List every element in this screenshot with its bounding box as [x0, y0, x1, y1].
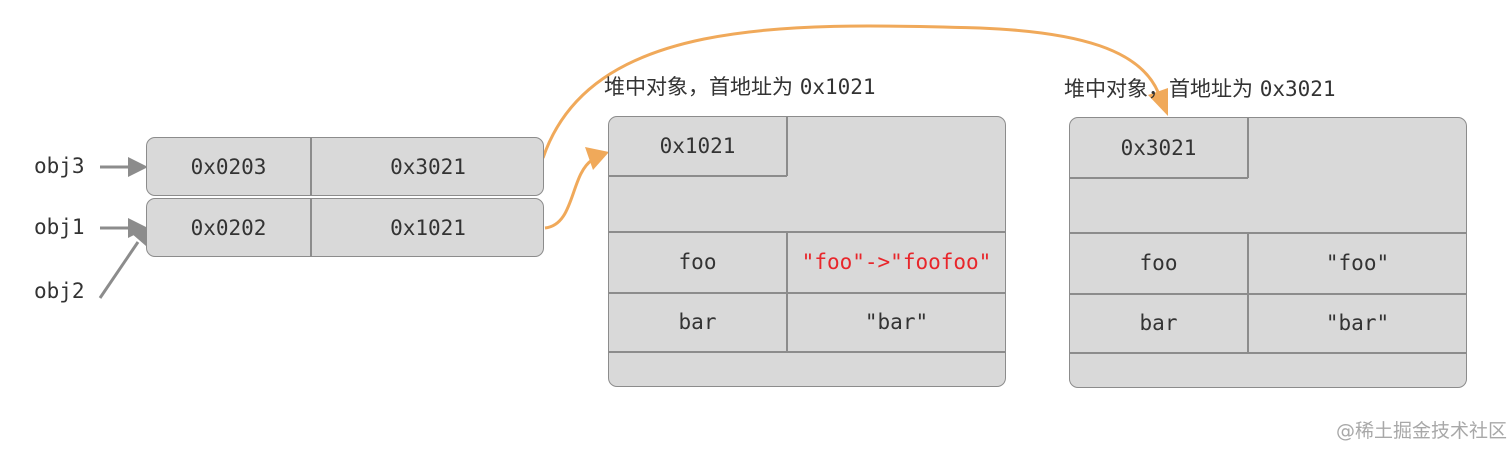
row-divider: [1070, 232, 1466, 234]
obj3-pointer-arrow: [100, 157, 148, 177]
ref-arrow-to-heap1: [544, 147, 609, 230]
stack-row-obj3: 0x0203 0x3021: [146, 137, 544, 196]
obj2-pointer-arrow: [98, 228, 148, 299]
heap-object-2: 0x3021 foo "foo" bar "bar": [1069, 117, 1467, 388]
row-divider: [609, 292, 1005, 294]
heap2-prop-value-bar: "bar": [1325, 311, 1390, 335]
cell-divider: [786, 117, 788, 176]
heap2-caption-text: 堆中对象，首地址为: [1064, 77, 1253, 101]
heap1-prop-value-bar: "bar": [864, 310, 929, 334]
heap1-caption: 堆中对象，首地址为 0x1021: [604, 71, 876, 101]
row-divider: [609, 231, 1005, 233]
heap2-caption: 堆中对象，首地址为 0x3021: [1064, 73, 1336, 103]
cell-divider: [1247, 118, 1249, 178]
var-label-obj1: obj1: [34, 215, 85, 239]
stack-cell-address: 0x0202: [190, 215, 267, 240]
stack-row-obj1: 0x0202 0x1021: [146, 198, 544, 257]
heap2-prop-value-foo: "foo": [1325, 251, 1390, 275]
heap1-prop-key-foo: foo: [678, 250, 717, 274]
row-divider: [1070, 352, 1466, 354]
heap1-header-address: 0x1021: [659, 134, 736, 158]
heap1-prop-key-bar: bar: [678, 310, 717, 334]
heap1-prop-value-foo: "foo"->"foofoo": [801, 250, 992, 274]
stack-cell-value: 0x1021: [390, 215, 466, 240]
stack-cell-address: 0x0203: [190, 154, 267, 179]
heap2-caption-address: 0x3021: [1259, 77, 1336, 101]
heap1-caption-text: 堆中对象，首地址为: [604, 75, 793, 99]
cell-divider: [609, 175, 787, 177]
heap2-prop-key-bar: bar: [1139, 311, 1178, 335]
stack-cell-value: 0x3021: [390, 154, 466, 179]
var-label-obj3: obj3: [34, 154, 85, 178]
watermark: @稀土掘金技术社区: [1336, 420, 1508, 442]
cell-divider: [310, 199, 312, 256]
ref-arrow-to-heap2: [541, 24, 1168, 159]
cell-divider: [1070, 177, 1248, 179]
row-divider: [1070, 293, 1466, 295]
heap2-header-address: 0x3021: [1120, 135, 1197, 160]
row-divider: [609, 351, 1005, 353]
cell-divider: [310, 138, 312, 195]
heap-object-1: 0x1021 foo "foo"->"foofoo" bar "bar": [608, 116, 1006, 387]
heap2-prop-key-foo: foo: [1139, 251, 1178, 275]
heap1-caption-address: 0x1021: [799, 75, 876, 99]
var-label-obj2: obj2: [34, 279, 85, 303]
